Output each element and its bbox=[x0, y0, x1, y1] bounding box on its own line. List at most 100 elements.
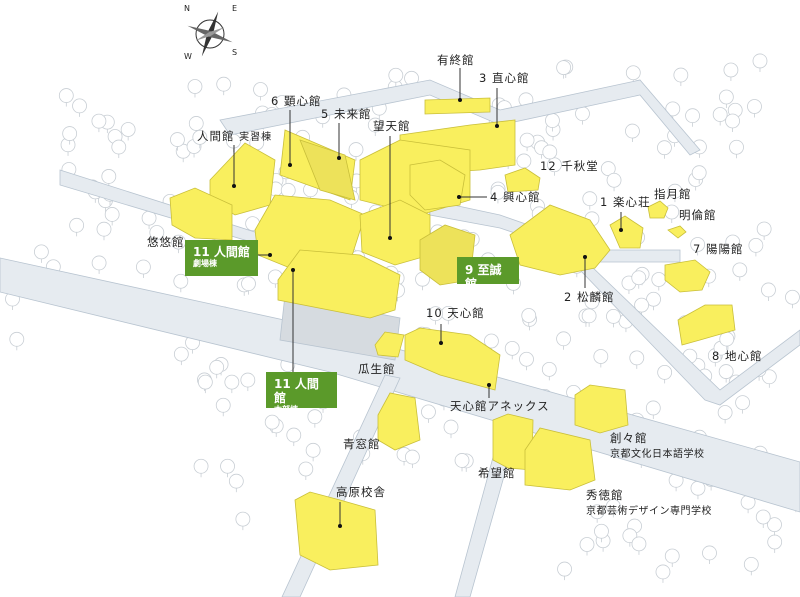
tree-icon bbox=[367, 117, 383, 137]
label-yushukan[interactable]: 有終館 bbox=[437, 53, 475, 67]
tree-icon bbox=[629, 350, 645, 369]
label-rakushinso[interactable]: 1 楽心荘 bbox=[600, 195, 651, 209]
tree-icon bbox=[91, 255, 107, 274]
leader-lines bbox=[232, 68, 623, 528]
tree-icon bbox=[589, 504, 605, 523]
tree-icon bbox=[62, 126, 78, 145]
label-tenshinkan-annex[interactable]: 天心館アネックス bbox=[450, 399, 550, 413]
tree-icon bbox=[58, 88, 74, 107]
label-shorinkan[interactable]: 2 松麟館 bbox=[564, 290, 615, 304]
label-sub: 本部棟 bbox=[274, 405, 298, 414]
label-meirinkan[interactable]: 明倫館 bbox=[679, 208, 717, 222]
tree-icon bbox=[264, 414, 280, 434]
tree-icon bbox=[556, 60, 572, 79]
tree-icon bbox=[664, 548, 680, 568]
tree-icon bbox=[33, 244, 49, 263]
tree-icon bbox=[490, 184, 506, 204]
building-chishinkan bbox=[677, 304, 736, 346]
tree-icon bbox=[173, 273, 189, 293]
label-seisokan[interactable]: 青窓館 bbox=[343, 437, 381, 451]
label-yuyukan[interactable]: 悠悠館 bbox=[147, 235, 185, 249]
label-yoyokan[interactable]: 7 陽陽館 bbox=[693, 242, 744, 256]
tree-icon bbox=[9, 331, 25, 351]
tree-icon bbox=[729, 139, 744, 159]
tree-icon bbox=[96, 221, 112, 241]
label-uryukan[interactable]: 瓜生館 bbox=[358, 362, 396, 376]
label-shiseikan[interactable]: 9 至誠館 bbox=[457, 257, 519, 291]
label-sub: 劇場棟 bbox=[193, 259, 217, 268]
tree-icon bbox=[197, 374, 213, 394]
label-kibokan[interactable]: 希望館 bbox=[478, 466, 516, 480]
tree-icon bbox=[593, 349, 609, 368]
tree-icon bbox=[755, 509, 771, 529]
label-ningenkan-jisshu[interactable]: 人間館 実習棟 bbox=[197, 130, 272, 144]
tree-icon bbox=[173, 346, 189, 366]
building-tenshinkan bbox=[404, 327, 501, 391]
label-koshinkan[interactable]: 4 興心館 bbox=[490, 190, 541, 204]
label-sousoukan[interactable]: 創々館 bbox=[610, 431, 648, 445]
tree-icon bbox=[718, 89, 734, 109]
tree-icon bbox=[740, 494, 756, 514]
building-seisokan bbox=[377, 392, 421, 451]
tree-icon bbox=[725, 234, 741, 253]
label-ningenkan-gekijo[interactable]: 11 人間館 劇場棟 bbox=[185, 240, 258, 276]
label-sub: 実習棟 bbox=[239, 132, 273, 143]
label-ningenkan-honbu[interactable]: 11 人間館 本部棟 bbox=[266, 372, 337, 414]
label-jikishinkan[interactable]: 3 直心館 bbox=[479, 71, 530, 85]
tree-icon bbox=[725, 113, 740, 132]
buildings bbox=[169, 97, 736, 571]
tree-icon bbox=[541, 361, 557, 381]
tree-icon bbox=[241, 276, 256, 295]
tree-icon bbox=[104, 207, 120, 226]
tree-icon bbox=[761, 282, 776, 301]
tree-icon bbox=[743, 556, 759, 576]
label-botenkan[interactable]: 望天館 bbox=[373, 119, 411, 133]
tree-icon bbox=[732, 262, 748, 281]
road-east bbox=[579, 264, 800, 406]
tree-icon bbox=[673, 67, 689, 87]
tree-icon bbox=[690, 480, 706, 500]
label-miraikan[interactable]: 5 未来館 bbox=[321, 107, 372, 121]
tree-icon bbox=[606, 308, 621, 328]
label-tenshinkan[interactable]: 10 天心館 bbox=[426, 306, 485, 320]
label-senshudo[interactable]: 12 千秋堂 bbox=[540, 159, 599, 173]
label-sousoukan-sub: 京都文化日本語学校 bbox=[610, 449, 705, 460]
label-shigetsukan[interactable]: 指月館 bbox=[654, 187, 692, 201]
building-sousoukan bbox=[574, 384, 629, 434]
tree-icon bbox=[756, 221, 772, 240]
label-takahara[interactable]: 高原校舎 bbox=[336, 485, 386, 499]
tree-icon bbox=[735, 395, 750, 414]
tree-icon bbox=[655, 564, 671, 583]
tree-icon bbox=[748, 238, 764, 257]
tree-icon bbox=[785, 289, 800, 309]
tree-icon bbox=[215, 397, 231, 417]
tree-icon bbox=[723, 62, 739, 82]
building-senshudo bbox=[504, 167, 541, 193]
tree-icon bbox=[557, 561, 572, 581]
tree-icon bbox=[519, 132, 535, 152]
building-rakushinso bbox=[609, 215, 644, 249]
tree-icon bbox=[307, 409, 323, 428]
tree-icon bbox=[747, 99, 762, 118]
label-kenshinkan[interactable]: 6 顕心館 bbox=[271, 94, 322, 108]
building-ningenkan-gekijo bbox=[254, 194, 366, 269]
compass-s: S bbox=[232, 48, 238, 57]
tree-icon bbox=[428, 306, 443, 325]
tree-icon bbox=[605, 498, 621, 518]
tree-icon bbox=[575, 106, 590, 125]
tree-icon bbox=[712, 107, 728, 126]
label-chishinkan[interactable]: 8 地心館 bbox=[712, 349, 763, 363]
compass-rose-icon: N E S W bbox=[180, 4, 240, 64]
tree-icon bbox=[752, 53, 768, 72]
building-takahara bbox=[294, 491, 379, 571]
label-shutokukan[interactable]: 秀徳館 bbox=[586, 488, 624, 502]
tree-icon bbox=[216, 76, 232, 96]
tree-icon bbox=[594, 523, 609, 543]
tree-icon bbox=[634, 297, 649, 317]
label-text: 9 至誠館 bbox=[465, 263, 502, 291]
label-text: 11 人間館 bbox=[193, 245, 250, 259]
building-koshinkan bbox=[409, 159, 466, 211]
tree-icon bbox=[651, 272, 667, 291]
tree-icon bbox=[101, 169, 117, 188]
